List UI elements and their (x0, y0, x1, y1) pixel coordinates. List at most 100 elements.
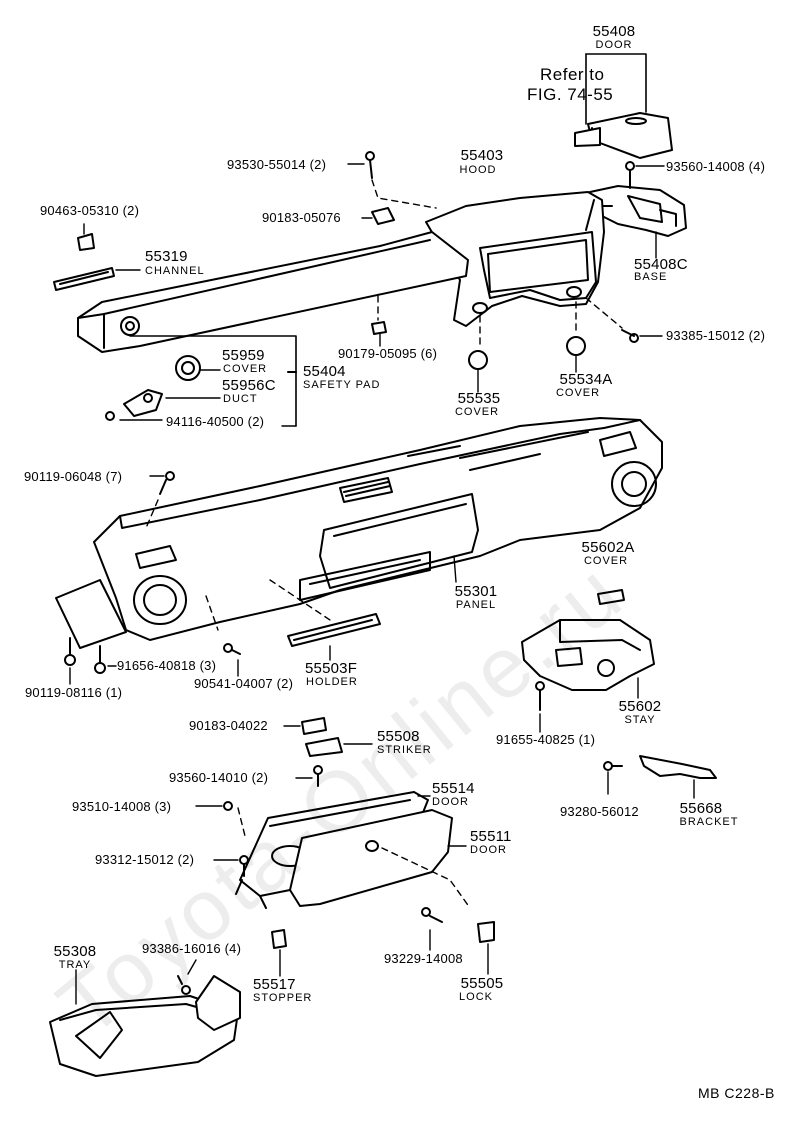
clip-90183-04022 (301, 717, 327, 735)
label-55505-name: LOCK (459, 991, 493, 1003)
label-55517-name: STOPPER (253, 992, 313, 1004)
screw-91656 (94, 645, 106, 674)
screw-93385 (621, 329, 639, 343)
label-55503f-name: HOLDER (306, 676, 358, 688)
label-93312: 93312-15012 (2) (95, 852, 195, 867)
label-55602a-number: 55602A (581, 539, 635, 556)
label-55534a-name: COVER (555, 387, 601, 399)
label-55508-number: 55508 (377, 728, 420, 745)
label-55308-number: 55308 (53, 943, 97, 960)
screw-93560-14008 (625, 161, 635, 189)
leader-55408 (585, 53, 647, 113)
channel-55319-part (53, 267, 115, 291)
panel-55301-part (55, 417, 663, 649)
label-93510: 93510-14008 (3) (72, 799, 172, 814)
screw-90119-06048 (159, 471, 175, 495)
label-55301-name: PANEL (455, 599, 497, 611)
label-55535-number: 55535 (457, 390, 501, 407)
label-55308-name: TRAY (58, 959, 92, 971)
label-55514-number: 55514 (432, 780, 475, 797)
label-93280: 93280-56012 (560, 804, 639, 819)
label-55956c-name: DUCT (223, 393, 258, 405)
reference-line-1: Refer to (540, 65, 605, 84)
label-55534a-number: 55534A (559, 371, 613, 388)
label-93229: 93229-14008 (384, 951, 463, 966)
label-90183-04022: 90183-04022 (189, 718, 268, 733)
label-55408-number: 55408 (592, 23, 636, 40)
label-55514-name: DOOR (432, 796, 469, 808)
label-55956c-number: 55956C (222, 377, 276, 394)
nut-94116 (105, 411, 115, 421)
label-90463: 90463-05310 (2) (40, 203, 140, 218)
label-55408-name: DOOR (595, 39, 633, 51)
reference-line-2: FIG. 74-55 (527, 85, 614, 104)
label-90183-05076: 90183-05076 (262, 210, 341, 225)
label-55301-number: 55301 (454, 583, 498, 600)
label-55404-number: 55404 (303, 363, 346, 380)
holder-55503f-part (287, 613, 381, 647)
clip-90179 (371, 321, 387, 335)
label-90179: 90179-05095 (6) (338, 346, 438, 361)
label-55602-name: STAY (624, 714, 656, 726)
label-55503f-number: 55503F (305, 660, 358, 677)
lock-55505-part (477, 921, 495, 943)
label-55668-number: 55668 (679, 800, 723, 817)
label-90119-08116: 90119-08116 (1) (25, 685, 123, 700)
label-55517-number: 55517 (253, 976, 296, 993)
label-55511-name: DOOR (470, 844, 507, 856)
label-55404-name: SAFETY PAD (303, 379, 381, 391)
cover-55534a-part (566, 336, 586, 356)
label-55535-name: COVER (454, 406, 500, 418)
stay-55602-part (521, 619, 655, 691)
duct-55956c-part (123, 389, 163, 417)
hood-55403-part (425, 191, 605, 327)
label-91655: 91655-40825 (1) (496, 732, 596, 747)
label-94116: 94116-40500 (2) (166, 414, 265, 429)
label-55403-name: HOOD (459, 164, 497, 176)
tray-55308-part (49, 975, 241, 1077)
label-93560-14008: 93560-14008 (4) (666, 159, 766, 174)
label-55508-name: STRIKER (377, 744, 432, 756)
screw-93312 (239, 855, 249, 877)
label-55959-name: COVER (223, 363, 268, 375)
screw-91655 (535, 681, 545, 711)
bolt-93280 (603, 761, 623, 771)
stopper-55517-part (271, 929, 287, 949)
label-55959-number: 55959 (222, 347, 265, 364)
label-55319-number: 55319 (145, 248, 188, 265)
striker-55508-part (305, 737, 343, 757)
cover-55602a-part (597, 589, 625, 605)
figure-code: MB C228-B (698, 1085, 775, 1101)
bolt-93560-14010 (313, 765, 323, 787)
label-91656: 91656-40818 (3) (117, 658, 217, 673)
screw-93386 (177, 975, 191, 995)
label-93560-14010: 93560-14010 (2) (169, 770, 269, 785)
screw-93530 (365, 151, 375, 179)
label-90541: 90541-04007 (2) (194, 676, 294, 691)
label-93530: 93530-55014 (2) (227, 157, 327, 172)
label-55319-name: CHANNEL (145, 265, 205, 277)
label-55602a-name: COVER (583, 555, 629, 567)
label-93385: 93385-15012 (2) (666, 328, 766, 343)
screw-90119-08116 (64, 637, 76, 666)
door-55408-part (574, 112, 673, 159)
clip-90463 (77, 233, 95, 251)
screw-93229 (421, 907, 443, 923)
screw-90541 (223, 643, 241, 655)
label-55668-name: BRACKET (679, 816, 739, 828)
label-55505-number: 55505 (460, 975, 504, 992)
label-55602-number: 55602 (618, 698, 662, 715)
safety-pad-55404-part (77, 231, 469, 353)
label-55511-number: 55511 (470, 828, 512, 845)
screw-93510 (223, 801, 233, 811)
label-93386: 93386-16016 (4) (142, 941, 242, 956)
base-55408c-part (589, 185, 687, 237)
bracket-55668-part (639, 755, 717, 779)
cover-55959-part (175, 355, 201, 381)
cover-55535-part (468, 350, 488, 370)
clip-90183-05076 (371, 207, 395, 225)
label-55403-number: 55403 (460, 147, 504, 164)
label-90119-06048: 90119-06048 (7) (24, 469, 123, 484)
label-55408c-number: 55408C (634, 256, 688, 273)
